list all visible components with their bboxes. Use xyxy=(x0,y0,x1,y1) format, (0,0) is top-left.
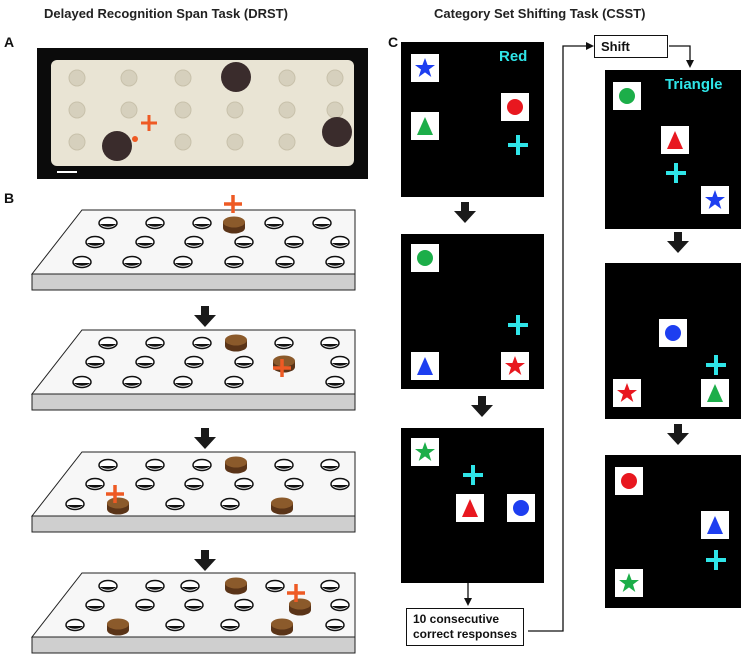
arrow-down-icon xyxy=(194,550,216,571)
stimulus-card xyxy=(411,112,439,140)
stimulus-card xyxy=(411,352,439,380)
circle-icon xyxy=(513,500,529,516)
cross-icon xyxy=(463,465,483,485)
triangle-icon xyxy=(707,516,723,534)
stimulus-card xyxy=(456,494,484,522)
disc xyxy=(225,577,247,595)
board-step-4 xyxy=(31,572,356,654)
cross-icon xyxy=(706,355,726,375)
cross-icon xyxy=(508,135,528,155)
drst-title: Delayed Recognition Span Task (DRST) xyxy=(44,6,288,21)
csst-screen-6 xyxy=(605,455,741,608)
star-icon xyxy=(617,383,637,402)
stimulus-card xyxy=(615,467,643,495)
stimulus-card xyxy=(411,244,439,272)
cross-icon xyxy=(666,163,686,183)
circle-icon xyxy=(507,99,523,115)
arrow-down-icon xyxy=(194,306,216,327)
apparatus-photo-drawing xyxy=(51,60,354,173)
circle-icon xyxy=(621,473,637,489)
rule-cue: Red xyxy=(499,48,528,65)
circle-icon xyxy=(665,325,681,341)
cross-icon xyxy=(508,315,528,335)
stimulus-card xyxy=(613,379,641,407)
csst-screen-2 xyxy=(401,234,544,389)
disc xyxy=(271,497,293,515)
star-icon xyxy=(505,356,525,375)
stimulus-card xyxy=(501,352,529,380)
shift-box: Shift xyxy=(594,35,668,58)
disc xyxy=(223,216,245,234)
stimulus-card xyxy=(411,438,439,466)
criterion-box: 10 consecutive correct responses xyxy=(406,608,525,646)
arrow-down-icon xyxy=(667,424,689,445)
flow-arrowhead xyxy=(686,60,694,68)
criterion-line-1: 10 consecutive xyxy=(413,612,500,626)
circle-icon xyxy=(619,88,635,104)
flow-line xyxy=(467,45,691,632)
photo-disc xyxy=(322,117,352,147)
csst-screen-5 xyxy=(605,263,741,419)
arrow-down-icon xyxy=(471,396,493,417)
stimulus-card xyxy=(701,511,729,539)
flow-arrowhead xyxy=(464,598,472,606)
photo-disc xyxy=(221,62,251,92)
criterion-line-2: correct responses xyxy=(413,627,518,641)
panel-label-b: B xyxy=(4,190,15,206)
triangle-icon xyxy=(417,357,433,375)
stimulus-card xyxy=(615,569,643,597)
disc xyxy=(107,497,129,515)
csst-screen-3 xyxy=(401,428,544,583)
panel-label-a: A xyxy=(4,34,15,50)
flow-arrowhead xyxy=(586,42,594,50)
star-icon xyxy=(415,442,435,461)
stimulus-card xyxy=(659,319,687,347)
circle-icon xyxy=(417,250,433,266)
disc xyxy=(271,618,293,636)
triangle-icon xyxy=(707,384,723,402)
stimulus-card xyxy=(613,82,641,110)
stimulus-card xyxy=(411,54,439,82)
star-icon xyxy=(619,573,639,592)
arrow-down-icon xyxy=(667,232,689,253)
disc xyxy=(107,618,129,636)
triangle-icon xyxy=(417,117,433,135)
disc xyxy=(289,598,311,616)
shift-label: Shift xyxy=(601,39,630,54)
csst-title: Category Set Shifting Task (CSST) xyxy=(434,6,646,21)
photo-cursor-dot xyxy=(132,136,138,142)
arrow-down-icon xyxy=(454,202,476,223)
disc xyxy=(225,456,247,474)
photo-wells xyxy=(68,69,344,151)
panel-label-c: C xyxy=(388,34,399,50)
photo-cross-icon xyxy=(141,115,157,131)
board-step-1 xyxy=(31,193,356,291)
star-icon xyxy=(705,190,725,209)
arrow-down-icon xyxy=(194,428,216,449)
stimulus-card xyxy=(701,186,729,214)
stimulus-card xyxy=(507,494,535,522)
csst-screen-1: Red xyxy=(401,42,544,197)
triangle-icon xyxy=(462,499,478,517)
csst-screen-4: Triangle xyxy=(605,70,741,229)
stimulus-card xyxy=(701,379,729,407)
disc xyxy=(273,355,295,373)
star-icon xyxy=(415,58,435,77)
board-step-3 xyxy=(31,451,356,533)
stimulus-card xyxy=(501,93,529,121)
board-step-2 xyxy=(31,329,356,411)
photo-disc xyxy=(102,131,132,161)
disc xyxy=(225,334,247,352)
cross-icon xyxy=(706,550,726,570)
stimulus-card xyxy=(661,126,689,154)
triangle-icon xyxy=(667,131,683,149)
apparatus-photo xyxy=(37,48,368,179)
rule-cue: Triangle xyxy=(665,76,723,93)
